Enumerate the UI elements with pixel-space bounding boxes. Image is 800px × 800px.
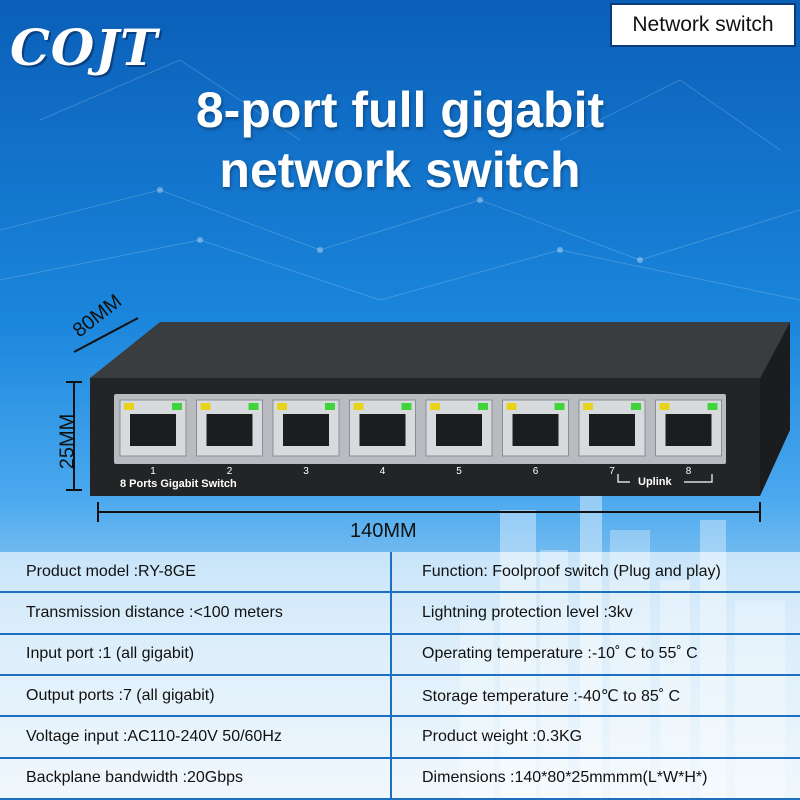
link-led-icon [430, 403, 440, 410]
spec-transmission-distance: Transmission distance :<100 meters [0, 593, 390, 635]
network-switch-device: 1 2 3 4 5 6 7 8 [66, 317, 790, 522]
activity-led-icon [707, 403, 718, 410]
activity-led-icon [325, 403, 335, 410]
rj45-port-8: 8 [655, 399, 722, 477]
rj45-port-3: 3 [272, 399, 340, 477]
port-number-label: 2 [227, 466, 233, 477]
headline-line-1: 8-port full gigabit [195, 82, 605, 138]
activity-led-icon [554, 403, 565, 410]
specs-table: Product model :RY-8GE Function: Foolproo… [0, 552, 800, 800]
spec-function: Function: Foolproof switch (Plug and pla… [390, 552, 800, 594]
device-label: 8 Ports Gigabit Switch [120, 478, 237, 490]
port-number-label: 6 [533, 466, 539, 477]
brand-logo: COJT [10, 18, 159, 77]
link-led-icon [353, 403, 364, 410]
width-dimension-label: 140MM [350, 520, 417, 542]
port-number-label: 1 [150, 466, 156, 477]
spec-product-weight: Product weight :0.3KG [390, 717, 800, 759]
spec-storage-temperature: Storage temperature :-40℃ to 85˚ C [390, 675, 800, 718]
port-group: 1 2 3 4 5 6 7 8 [119, 399, 722, 483]
headline-line-2: network switch [219, 142, 581, 198]
port-number-label: 3 [303, 466, 309, 477]
link-led-icon [506, 403, 517, 410]
category-tag: Network switch [610, 3, 796, 47]
spec-input-port: Input port :1 (all gigabit) [0, 635, 390, 676]
port-number-label: 7 [609, 466, 615, 477]
rj45-port-6: 6 [502, 399, 569, 477]
spec-lightning-protection: Lightning protection level :3kv [390, 593, 800, 635]
rj45-port-7: 7 [578, 399, 646, 477]
rj45-port-5: 5 [425, 399, 493, 477]
rj45-port-2: 2 [196, 399, 263, 477]
uplink-bracket [617, 474, 713, 483]
activity-led-icon [172, 403, 182, 410]
link-led-icon [124, 403, 134, 410]
uplink-label: Uplink [638, 476, 672, 488]
port-number-label: 5 [456, 466, 462, 477]
spec-backplane-bandwidth: Backplane bandwidth :20Gbps [0, 759, 390, 800]
spec-output-ports: Output ports :7 (all gigabit) [0, 676, 390, 718]
rj45-port-4: 4 [349, 399, 416, 477]
spec-operating-temperature: Operating temperature :-10˚ C to 55˚ C [390, 634, 800, 676]
link-led-icon [200, 403, 211, 410]
port-number-label: 8 [686, 466, 692, 477]
link-led-icon [583, 403, 593, 410]
activity-led-icon [478, 403, 488, 410]
activity-led-icon [631, 403, 641, 410]
spec-product-model: Product model :RY-8GE [0, 552, 390, 594]
activity-led-icon [401, 403, 412, 410]
activity-led-icon [248, 403, 259, 410]
headline: 8-port full gigabit network switch [0, 80, 800, 200]
link-led-icon [277, 403, 287, 410]
link-led-icon [659, 403, 670, 410]
rj45-port-1: 1 [119, 399, 187, 477]
spec-voltage-input: Voltage input :AC110-240V 50/60Hz [0, 717, 390, 759]
spec-dimensions: Dimensions :140*80*25mmmm(L*W*H*) [390, 758, 800, 800]
port-number-label: 4 [380, 466, 386, 477]
